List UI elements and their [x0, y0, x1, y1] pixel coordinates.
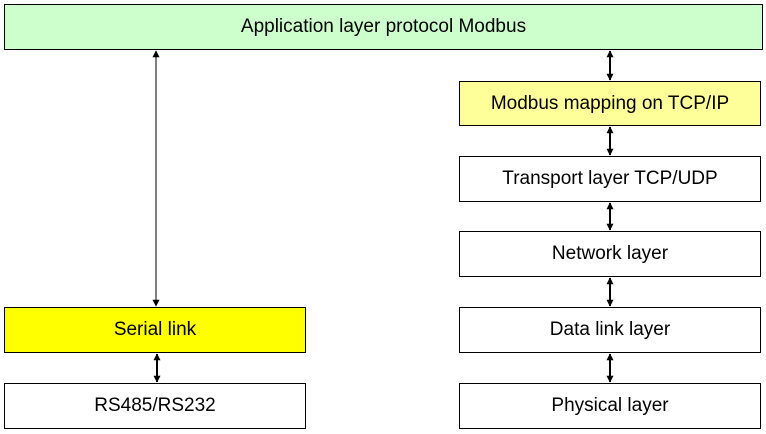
- modbus-tcp-mapping-box: Modbus mapping on TCP/IP: [459, 81, 761, 126]
- network-layer-box: Network layer: [459, 231, 761, 277]
- serial-link-box: Serial link: [4, 307, 306, 353]
- physical-layer-box: Physical layer: [459, 383, 761, 429]
- data-link-layer-label: Data link layer: [549, 319, 671, 340]
- application-layer-box: Application layer protocol Modbus: [4, 4, 763, 50]
- transport-layer-label: Transport layer TCP/UDP: [502, 168, 718, 189]
- data-link-layer-box: Data link layer: [459, 307, 761, 353]
- physical-layer-label: Physical layer: [551, 395, 669, 416]
- rs485-rs232-label: RS485/RS232: [94, 395, 216, 416]
- application-layer-label: Application layer protocol Modbus: [240, 16, 527, 37]
- serial-link-label: Serial link: [113, 319, 197, 340]
- modbus-tcp-mapping-label: Modbus mapping on TCP/IP: [490, 92, 730, 114]
- rs485-rs232-box: RS485/RS232: [4, 383, 306, 429]
- transport-layer-box: Transport layer TCP/UDP: [459, 156, 761, 202]
- network-layer-label: Network layer: [551, 243, 669, 264]
